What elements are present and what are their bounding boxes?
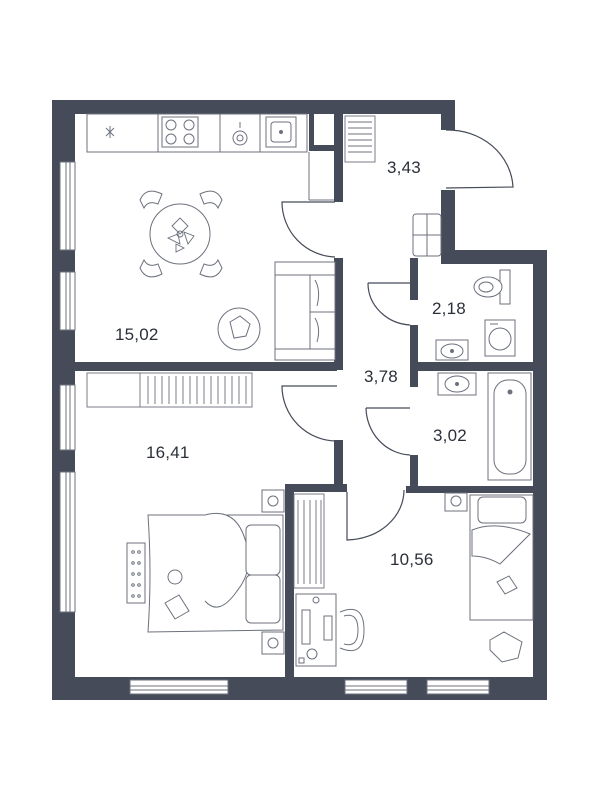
basin-icon	[435, 339, 469, 361]
washing-machine-icon	[484, 319, 516, 357]
bench-icon	[126, 542, 146, 604]
area-label-storage: 3,43	[387, 158, 421, 177]
area-label-room: 10,56	[390, 550, 434, 569]
doors	[281, 129, 514, 541]
wardrobe-icon	[344, 115, 376, 163]
nightstand-bottom-icon	[261, 631, 285, 655]
bedroom-wardrobe-icon	[86, 372, 253, 408]
area-label-toilet: 2,18	[432, 299, 466, 318]
desk-icon	[295, 593, 337, 667]
rug-icon	[217, 307, 261, 351]
stove-icon	[161, 116, 199, 148]
nightstand-top-icon	[261, 489, 285, 513]
room-bed-icon	[469, 494, 534, 621]
toilet-icon	[473, 269, 511, 305]
table-icon	[139, 190, 223, 278]
chair-icon	[339, 608, 365, 652]
kitchen-counter	[86, 113, 334, 201]
faucet-icon	[232, 122, 248, 146]
room-nightstand-icon	[444, 492, 468, 512]
basin-bath-icon	[437, 372, 477, 396]
area-label-kitchen-living: 15,02	[115, 325, 159, 344]
area-label-bedroom: 16,41	[146, 443, 190, 462]
book-icon	[164, 569, 190, 620]
sink-icon	[265, 116, 297, 148]
bathtub-icon	[487, 372, 532, 481]
windows	[59, 161, 490, 695]
sofa-icon	[274, 261, 336, 361]
bed-icon	[147, 513, 284, 633]
shoe-rack-icon	[412, 213, 442, 257]
area-label-hallway: 3,78	[364, 367, 398, 386]
toy-icon	[489, 575, 523, 663]
asterisk-icon	[105, 126, 115, 138]
area-label-bathroom: 3,02	[433, 426, 467, 445]
plant-icon	[166, 217, 195, 253]
shelf-icon	[293, 493, 325, 589]
